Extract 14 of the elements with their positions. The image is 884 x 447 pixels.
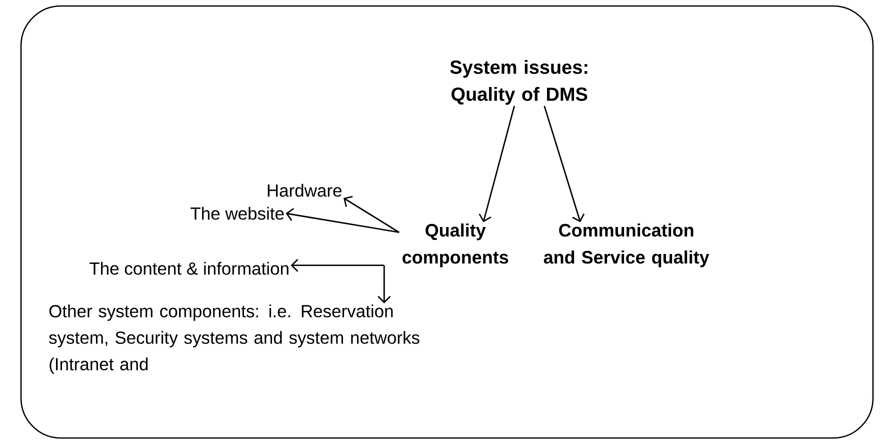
- label-text: Quality components: [402, 223, 508, 268]
- rounded-frame: [20, 5, 874, 439]
- arrow: [290, 258, 384, 272]
- label-text: Communication and Service quality: [544, 223, 710, 268]
- arrow: [478, 106, 516, 222]
- label-text: Other system components: i.e. Reservation system, Security systems and system networks (Intranet and: [49, 304, 420, 374]
- arrow: [378, 265, 391, 304]
- label-text: System issues: Quality of DMS: [450, 60, 588, 105]
- arrow: [286, 208, 400, 234]
- label-text: The website: [190, 206, 284, 220]
- arrow: [544, 106, 585, 222]
- label-text: The content & information: [90, 262, 288, 275]
- label-text: Hardware: [268, 184, 342, 197]
- arrow: [343, 196, 400, 233]
